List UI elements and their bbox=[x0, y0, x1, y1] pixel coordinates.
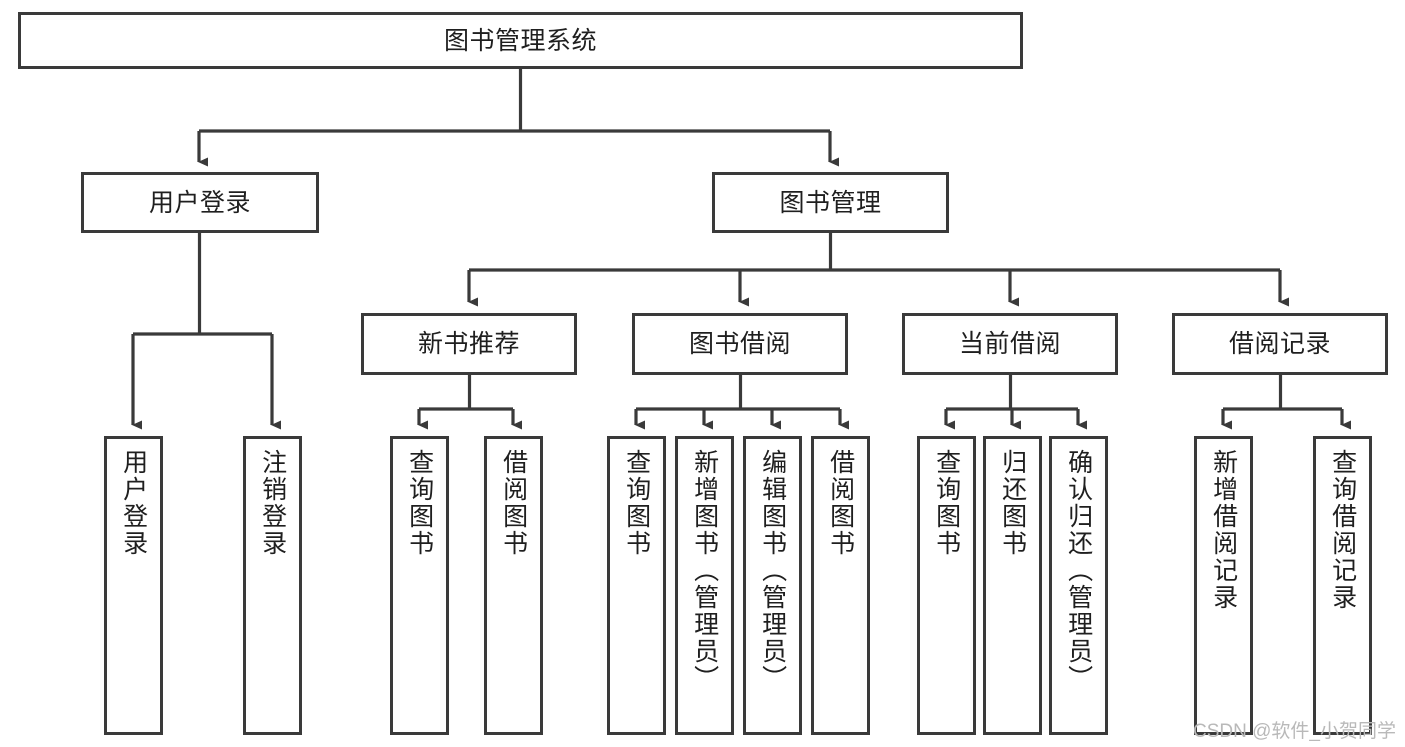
node-book-borrow[interactable]: 图书借阅 bbox=[632, 313, 848, 375]
node-leaf-borrow-book-2-label: 借阅图书 bbox=[826, 449, 855, 557]
node-leaf-borrow-book-1-label: 借阅图书 bbox=[499, 449, 528, 557]
node-leaf-edit-book-label: 编辑图书（管理员） bbox=[758, 449, 787, 692]
node-leaf-add-book[interactable]: 新增图书（管理员） bbox=[675, 436, 734, 735]
node-book-borrow-label: 图书借阅 bbox=[688, 330, 791, 358]
node-new-book-recommend[interactable]: 新书推荐 bbox=[361, 313, 577, 375]
node-leaf-return-book[interactable]: 归还图书 bbox=[983, 436, 1042, 735]
node-leaf-query-book-1[interactable]: 查询图书 bbox=[390, 436, 449, 735]
node-book-manage[interactable]: 图书管理 bbox=[712, 172, 949, 233]
node-leaf-query-book-1-label: 查询图书 bbox=[405, 449, 434, 557]
node-leaf-add-record-label: 新增借阅记录 bbox=[1209, 449, 1238, 611]
node-user-login-label: 用户登录 bbox=[148, 188, 251, 217]
node-root-system[interactable]: 图书管理系统 bbox=[18, 12, 1023, 69]
node-leaf-logout-label: 注销登录 bbox=[258, 449, 287, 557]
node-leaf-logout[interactable]: 注销登录 bbox=[243, 436, 302, 735]
node-leaf-query-book-3[interactable]: 查询图书 bbox=[917, 436, 976, 735]
node-leaf-return-book-label: 归还图书 bbox=[998, 449, 1027, 557]
node-leaf-query-record[interactable]: 查询借阅记录 bbox=[1313, 436, 1372, 735]
node-current-borrow-label: 当前借阅 bbox=[958, 330, 1061, 358]
node-leaf-query-record-label: 查询借阅记录 bbox=[1328, 449, 1357, 611]
node-borrow-record[interactable]: 借阅记录 bbox=[1172, 313, 1388, 375]
node-leaf-add-book-label: 新增图书（管理员） bbox=[690, 449, 719, 692]
node-current-borrow[interactable]: 当前借阅 bbox=[902, 313, 1118, 375]
node-leaf-query-book-2-label: 查询图书 bbox=[622, 449, 651, 557]
node-root-label: 图书管理系统 bbox=[443, 26, 597, 55]
node-leaf-query-book-2[interactable]: 查询图书 bbox=[607, 436, 666, 735]
node-new-book-recommend-label: 新书推荐 bbox=[417, 330, 520, 358]
node-leaf-borrow-book-2[interactable]: 借阅图书 bbox=[811, 436, 870, 735]
node-user-login[interactable]: 用户登录 bbox=[81, 172, 319, 233]
node-leaf-borrow-book-1[interactable]: 借阅图书 bbox=[484, 436, 543, 735]
node-book-manage-label: 图书管理 bbox=[779, 188, 882, 217]
node-leaf-query-book-3-label: 查询图书 bbox=[932, 449, 961, 557]
node-leaf-confirm-return-label: 确认归还（管理员） bbox=[1064, 449, 1093, 692]
node-leaf-edit-book[interactable]: 编辑图书（管理员） bbox=[743, 436, 802, 735]
node-borrow-record-label: 借阅记录 bbox=[1228, 330, 1331, 358]
node-leaf-user-login-label: 用户登录 bbox=[119, 449, 148, 557]
node-leaf-add-record[interactable]: 新增借阅记录 bbox=[1194, 436, 1253, 735]
node-leaf-confirm-return[interactable]: 确认归还（管理员） bbox=[1049, 436, 1108, 735]
node-leaf-user-login[interactable]: 用户登录 bbox=[104, 436, 163, 735]
